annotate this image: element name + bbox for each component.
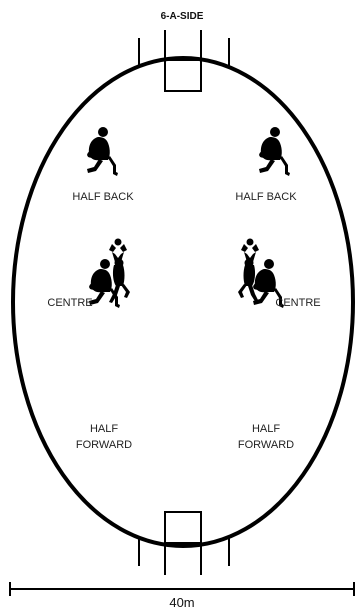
position-label-half-forward-left-line2: FORWARD bbox=[76, 439, 132, 451]
position-label-half-forward-left-line1: HALF bbox=[90, 423, 118, 435]
top-goal-square bbox=[165, 60, 201, 91]
player-icon-centre-right bbox=[238, 239, 259, 304]
position-label-centre-right: CENTRE bbox=[275, 297, 320, 309]
diagram-title: 6-A-SIDE bbox=[161, 11, 204, 22]
position-label-half-back-right: HALF BACK bbox=[235, 191, 297, 203]
player-icon-half-back-left bbox=[86, 127, 118, 176]
bottom-goal-square bbox=[165, 512, 201, 543]
width-dimension-label: 40m bbox=[169, 595, 194, 610]
position-label-half-back-left: HALF BACK bbox=[72, 191, 134, 203]
player-icon-half-back-right bbox=[258, 127, 290, 176]
position-label-half-forward-right-line1: HALF bbox=[252, 423, 280, 435]
position-label-half-forward-right-line2: FORWARD bbox=[238, 439, 294, 451]
position-label-centre-left: CENTRE bbox=[47, 297, 92, 309]
width-dimension-line bbox=[10, 582, 354, 596]
